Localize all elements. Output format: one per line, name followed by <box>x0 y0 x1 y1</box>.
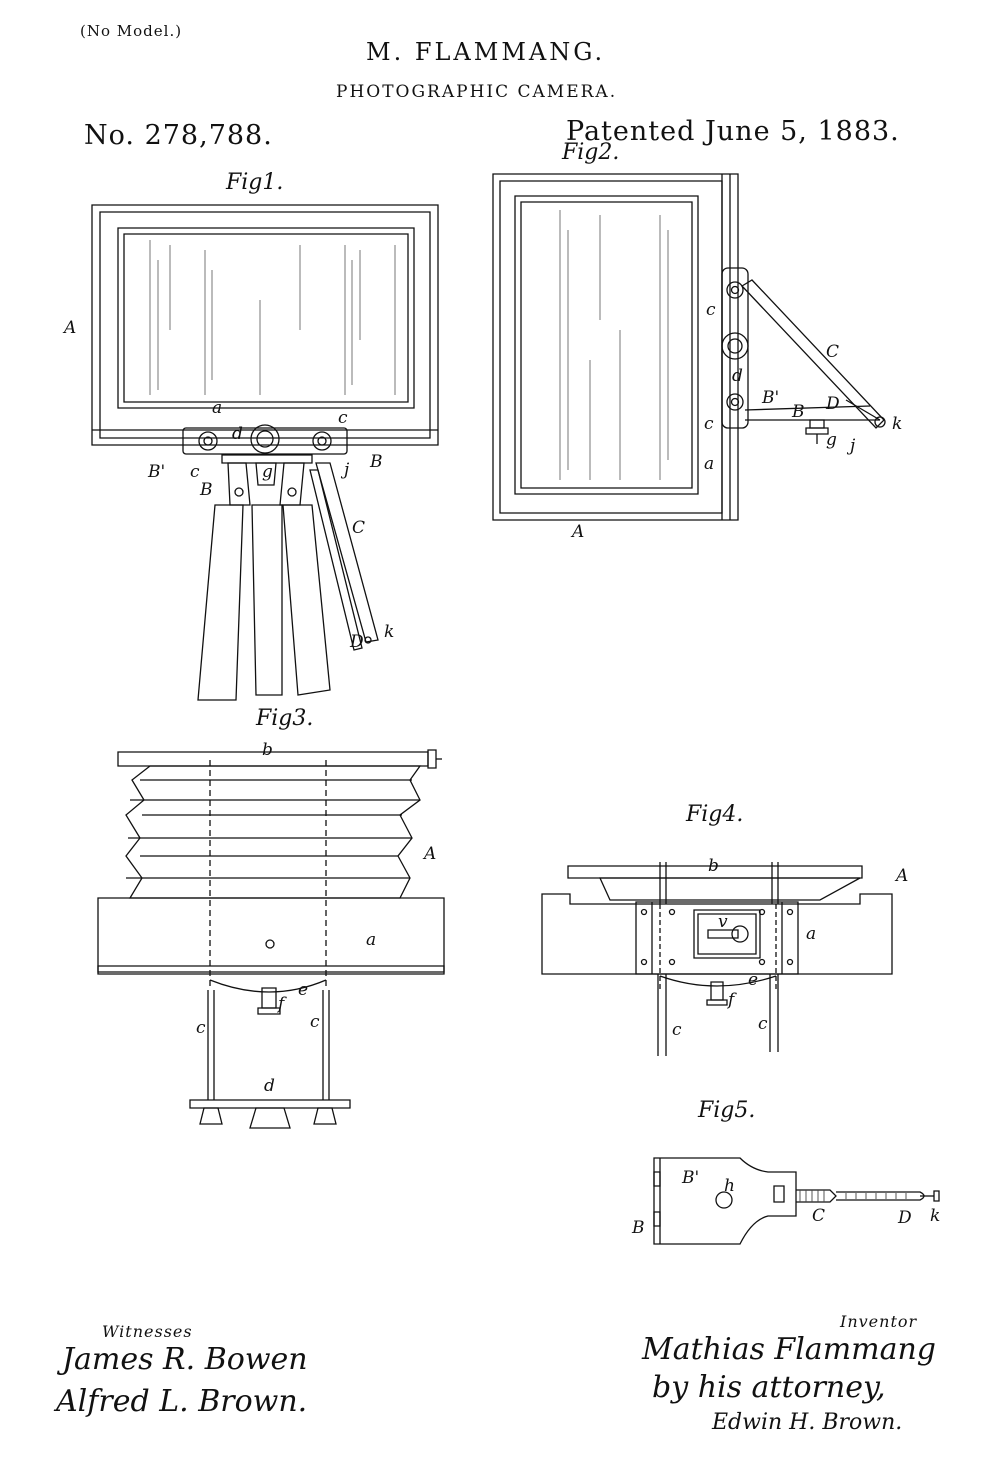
fig3-ref-c1: c <box>196 1018 206 1038</box>
fig1-ref-d: d <box>232 424 243 444</box>
witness-signature-1: James R. Bowen <box>62 1342 308 1377</box>
fig1-ref-Bprime: B' <box>148 462 166 482</box>
fig4-ref-c2: c <box>758 1014 768 1034</box>
fig5-ref-C: C <box>812 1206 826 1226</box>
fig4-ref-e: e <box>748 970 759 990</box>
fig1-ref-C: C <box>352 518 366 538</box>
fig3-ref-a: a <box>366 930 377 950</box>
fig5-ref-B: B <box>632 1218 645 1238</box>
fig2-ref-D: D <box>826 394 840 414</box>
fig3-ref-e: e <box>298 980 309 1000</box>
fig5-ref-Bprime: B' <box>682 1168 700 1188</box>
fig1-ref-c2: c <box>338 408 348 428</box>
witness-signature-2: Alfred L. Brown. <box>56 1384 308 1419</box>
fig2-ref-c2: c <box>704 414 714 434</box>
fig5-ref-h: h <box>724 1176 735 1196</box>
by-attorney-line: by his attorney, <box>652 1370 886 1405</box>
fig1-label: Fig1. <box>226 170 284 195</box>
fig1-ref-k: k <box>384 622 395 642</box>
fig1-ref-B1: B <box>200 480 213 500</box>
fig2-ref-d: d <box>732 366 743 386</box>
fig4-ref-A: A <box>896 866 909 886</box>
fig2-ref-A: A <box>572 522 585 542</box>
fig5-label: Fig5. <box>698 1098 756 1123</box>
fig2-ref-a: a <box>704 454 715 474</box>
fig5-ref-D: D <box>898 1208 912 1228</box>
fig3-ref-c2: c <box>310 1012 320 1032</box>
fig3-ref-b: b <box>262 740 273 760</box>
fig2-ref-C: C <box>826 342 840 362</box>
fig2-ref-Bprime: B' <box>762 388 780 408</box>
fig2-label: Fig2. <box>562 140 620 165</box>
fig2-ref-k: k <box>892 414 903 434</box>
fig4-ref-a: a <box>806 924 817 944</box>
fig1-ref-c1: c <box>190 462 200 482</box>
attorney-signature: Edwin H. Brown. <box>712 1410 903 1435</box>
fig3-ref-f: f <box>278 994 285 1014</box>
patent-number: No. 278,788. <box>84 120 273 151</box>
patent-title: PHOTOGRAPHIC CAMERA. <box>336 82 618 102</box>
fig1-ref-D: D <box>350 632 364 652</box>
fig2-ref-g: g <box>826 430 837 450</box>
model-note: (No Model.) <box>80 22 183 40</box>
fig4-label: Fig4. <box>686 802 744 827</box>
inventor-name: M. FLAMMANG. <box>366 38 606 66</box>
fig2-ref-j: j <box>850 436 856 456</box>
fig4-ref-f: f <box>728 990 735 1010</box>
fig2-ref-B: B <box>792 402 805 422</box>
fig3-ref-d: d <box>264 1076 275 1096</box>
fig4-ref-v: v <box>718 912 728 932</box>
fig3-label: Fig3. <box>256 706 314 731</box>
fig1-ref-A: A <box>64 318 77 338</box>
fig4-ref-b: b <box>708 856 719 876</box>
inventor-signature: Mathias Flammang <box>642 1332 936 1367</box>
fig1-ref-a: a <box>212 398 223 418</box>
witnesses-label: Witnesses <box>102 1322 193 1341</box>
fig1-ref-B2: B <box>370 452 383 472</box>
fig4-ref-c1: c <box>672 1020 682 1040</box>
fig1-ref-j: j <box>344 460 350 480</box>
inventor-label: Inventor <box>840 1312 918 1331</box>
fig5-ref-k: k <box>930 1206 941 1226</box>
fig3-ref-A: A <box>424 844 437 864</box>
patent-date: Patented June 5, 1883. <box>566 116 900 147</box>
fig1-ref-g: g <box>262 462 273 482</box>
fig2-ref-c1: c <box>706 300 716 320</box>
